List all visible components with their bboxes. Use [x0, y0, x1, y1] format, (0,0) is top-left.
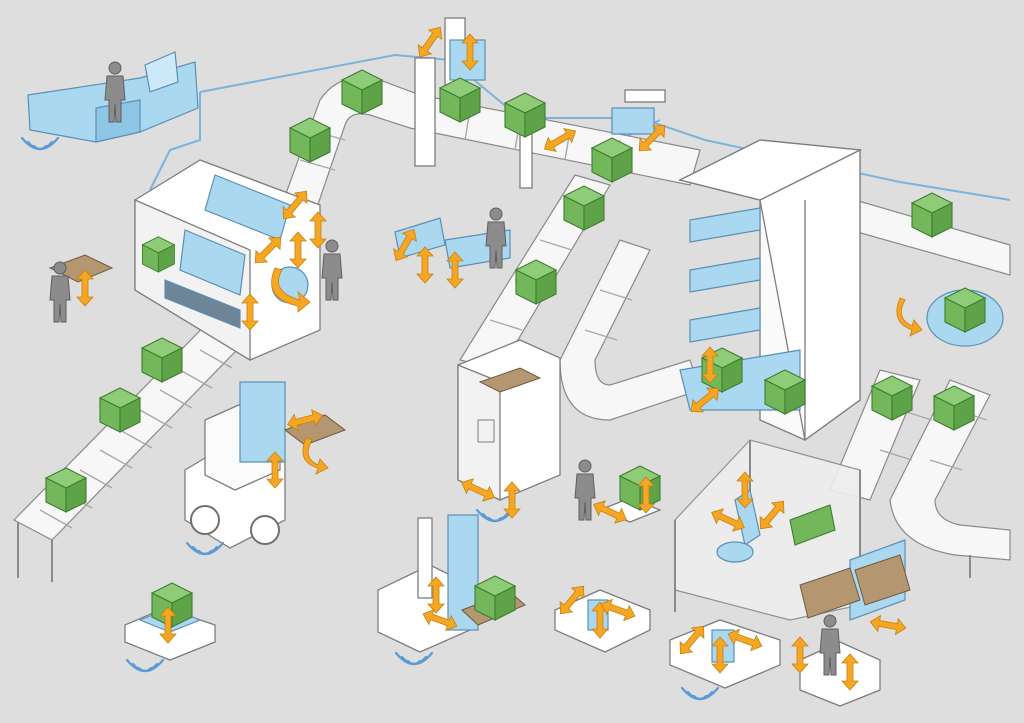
robot-cell: [674, 439, 911, 621]
rotary-table: [926, 287, 1004, 347]
pallet-picking-station: [48, 254, 114, 323]
wireless-signal-icon: [185, 541, 225, 556]
scanner-gate: [611, 89, 666, 135]
forklift: [184, 381, 347, 549]
rotation-arrow-icon: [302, 437, 329, 475]
double-arrow-icon: [412, 22, 448, 62]
wireless-signal-icon: [394, 651, 434, 666]
motion-arrows: [76, 22, 923, 691]
control-desk: [27, 51, 199, 143]
container-lift: [457, 339, 561, 502]
wireless-signal-icon: [125, 658, 165, 673]
rotation-arrow-icon: [271, 267, 311, 313]
wireless-signal-icon: [20, 136, 60, 151]
rotation-arrow-icon: [896, 297, 923, 337]
reach-truck: [377, 514, 526, 653]
packaging-machine: [134, 159, 343, 362]
high-bay-storage: [678, 139, 863, 442]
wireless-signal-icon: [680, 686, 720, 701]
double-arrow-icon: [868, 613, 908, 637]
order-picker: [799, 614, 881, 707]
